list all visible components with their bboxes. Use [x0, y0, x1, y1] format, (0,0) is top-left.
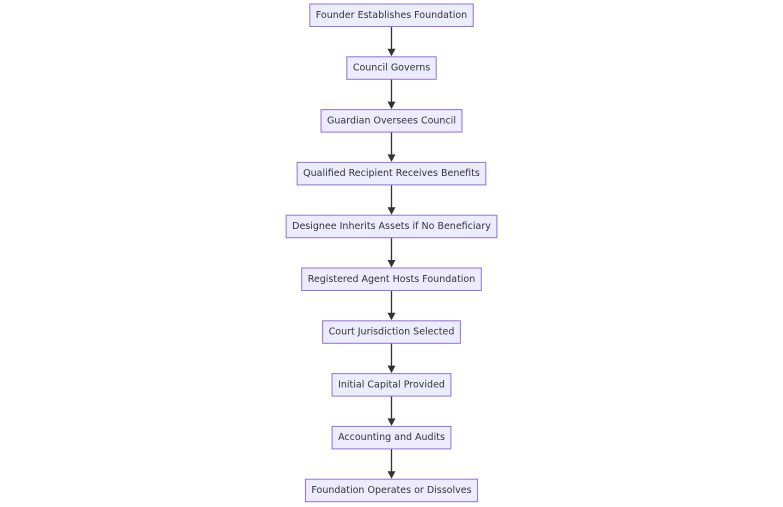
flow-node-box	[331, 373, 452, 397]
flow-node-label: Founder Establishes Foundation	[316, 10, 467, 21]
flow-node-label: Qualified Recipient Receives Benefits	[303, 168, 480, 179]
flow-edge	[387, 396, 396, 426]
flow-edge	[387, 132, 396, 162]
flow-node-box	[309, 3, 474, 27]
flow-node-label: Guardian Oversees Council	[327, 115, 456, 126]
flow-node-box	[296, 161, 487, 186]
flow-node: Court Jurisdiction Selected	[322, 320, 461, 344]
flow-node: Qualified Recipient Receives Benefits	[296, 161, 487, 186]
arrow-head-icon	[387, 312, 396, 321]
flow-node-label: Designee Inherits Assets if No Beneficia…	[292, 221, 491, 232]
flow-edge	[387, 343, 396, 374]
flow-node: Initial Capital Provided	[331, 373, 452, 397]
flow-node-label: Initial Capital Provided	[338, 379, 445, 390]
flow-node: Council Governs	[346, 56, 437, 80]
flow-node: Founder Establishes Foundation	[309, 3, 474, 27]
flow-node-label: Accounting and Audits	[338, 432, 445, 443]
flow-node: Guardian Oversees Council	[320, 109, 463, 133]
flow-node-box	[301, 267, 482, 291]
flow-node-box	[320, 109, 463, 133]
flow-edge	[387, 290, 396, 321]
flow-node-label: Court Jurisdiction Selected	[329, 327, 455, 338]
arrow-head-icon	[387, 365, 396, 374]
arrow-head-icon	[387, 48, 396, 57]
flow-edge	[387, 448, 396, 479]
arrow-head-icon	[387, 154, 396, 162]
flow-edge	[387, 237, 396, 268]
flow-node-label: Council Governs	[353, 63, 430, 74]
flow-node-label: Registered Agent Hosts Foundation	[308, 274, 476, 285]
arrow-head-icon	[387, 418, 396, 426]
flow-node: Designee Inherits Assets if No Beneficia…	[285, 214, 498, 239]
flow-edge	[387, 26, 396, 57]
flow-edge	[387, 184, 396, 215]
flow-node-box	[346, 56, 437, 80]
flow-node-box	[322, 320, 461, 344]
flow-node-box	[285, 214, 498, 239]
arrow-head-icon	[387, 471, 396, 479]
flow-node-box	[304, 478, 479, 503]
arrow-head-icon	[387, 260, 396, 268]
flow-node: Registered Agent Hosts Foundation	[301, 267, 482, 291]
arrow-head-icon	[387, 207, 396, 215]
flow-node-label: Foundation Operates or Dissolves	[311, 485, 471, 496]
flow-edge	[387, 79, 396, 110]
arrow-head-icon	[387, 101, 396, 110]
flow-node: Foundation Operates or Dissolves	[304, 478, 479, 503]
flow-node: Accounting and Audits	[331, 425, 452, 450]
edge-layer	[387, 26, 396, 479]
flow-node-box	[331, 425, 452, 450]
